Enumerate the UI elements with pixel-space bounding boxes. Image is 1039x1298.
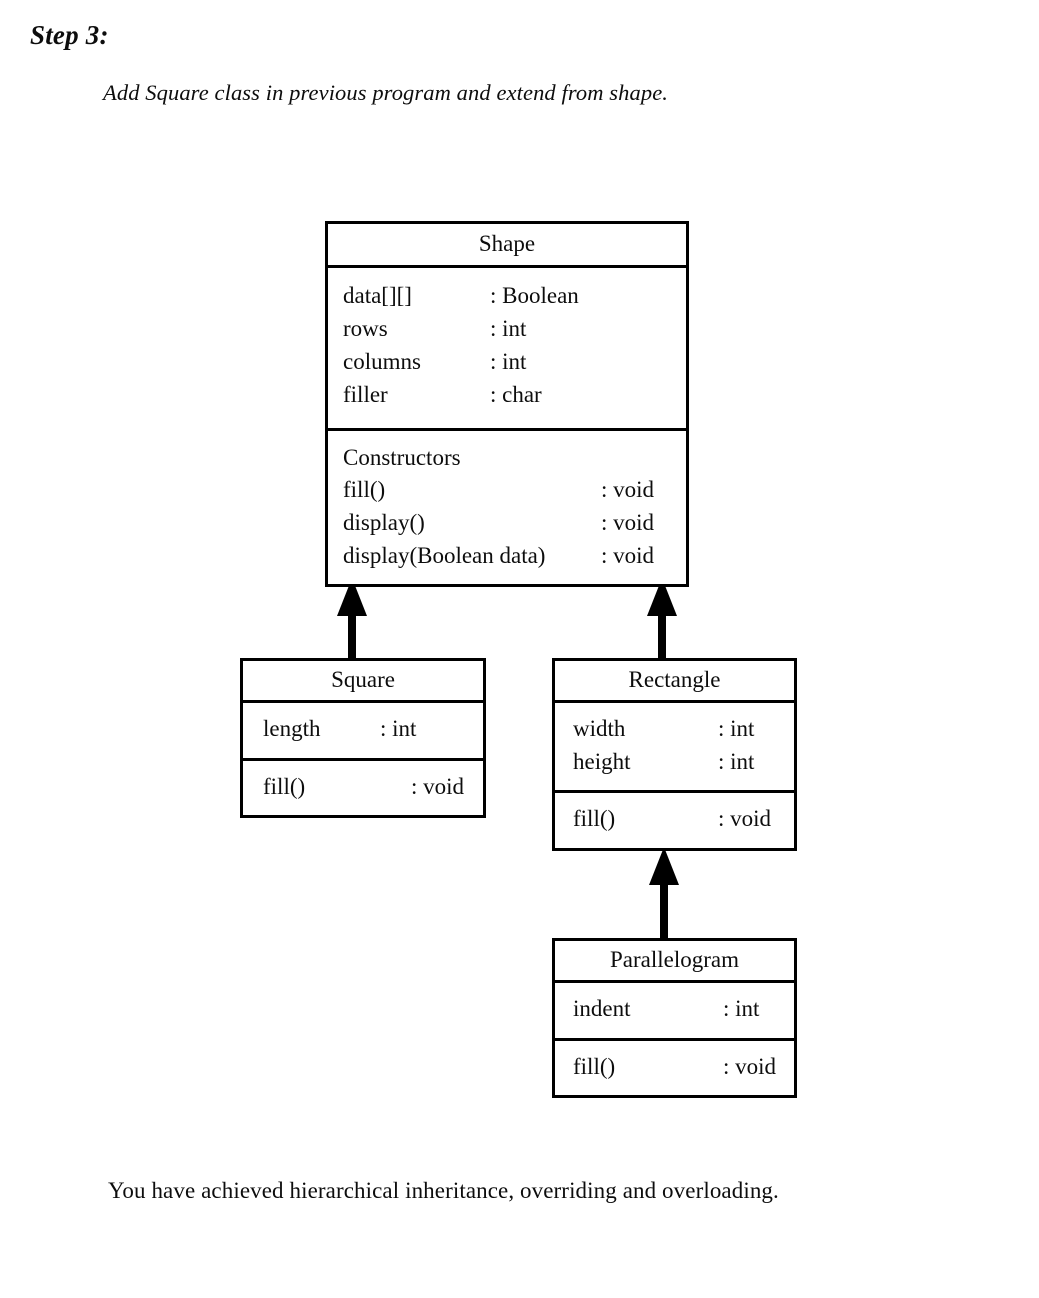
operation-type: : void — [601, 477, 655, 503]
uml-attribute-row: length : int — [243, 713, 483, 746]
attribute-name: length — [263, 716, 321, 742]
attribute-type: : char — [490, 381, 542, 407]
operation-type: : void — [601, 542, 655, 568]
uml-class-parallelogram-header: Parallelogram — [555, 941, 794, 984]
uml-attribute-row: filler : char — [328, 379, 686, 412]
uml-class-rectangle-attributes: width : int height : int — [555, 703, 794, 794]
operation-name: Constructors — [343, 444, 461, 470]
uml-class-parallelogram[interactable]: Parallelogram indent : int fill() : void — [552, 938, 797, 1099]
attribute-type: : Boolean — [490, 283, 579, 309]
attribute-type: : int — [718, 716, 755, 742]
uml-class-rectangle-header: Rectangle — [555, 661, 794, 704]
attribute-name: columns — [343, 348, 421, 374]
attribute-name: indent — [573, 996, 631, 1022]
operation-name: fill() — [573, 1053, 616, 1079]
operation-name: fill() — [263, 773, 306, 799]
inheritance-arrow-parallelogram-to-rectangle — [648, 847, 680, 940]
attribute-type: : int — [718, 748, 755, 774]
operation-type: : void — [723, 1053, 777, 1079]
attribute-type: : int — [490, 348, 527, 374]
uml-class-shape-header: Shape — [328, 224, 686, 269]
uml-operation-row: fill() : void — [555, 1051, 794, 1084]
uml-class-square-name: Square — [331, 667, 395, 692]
operation-type: : void — [601, 509, 655, 535]
uml-class-rectangle[interactable]: Rectangle width : int height : int fill(… — [552, 658, 797, 852]
conclusion-note: You have achieved hierarchical inheritan… — [108, 1178, 779, 1203]
uml-class-shape-operations: Constructors fill() : void display() : v… — [328, 431, 686, 585]
uml-class-shape-attributes: data[][] : Boolean rows : int columns : … — [328, 268, 686, 431]
attribute-name: data[][] — [343, 283, 412, 309]
uml-attribute-row: rows : int — [328, 313, 686, 346]
operation-name: display() — [343, 509, 425, 535]
operation-type: : void — [718, 806, 772, 832]
uml-attribute-row: indent : int — [555, 993, 794, 1026]
uml-class-square-operations: fill() : void — [243, 761, 483, 816]
inheritance-arrow-rectangle-to-shape — [646, 578, 678, 660]
attribute-name: width — [573, 716, 626, 742]
uml-operation-row: Constructors — [328, 442, 686, 475]
uml-class-parallelogram-operations: fill() : void — [555, 1041, 794, 1096]
uml-operation-row: display() : void — [328, 507, 686, 540]
attribute-type: : int — [490, 316, 527, 342]
operation-name: fill() — [573, 806, 616, 832]
uml-operation-row: display(Boolean data) : void — [328, 540, 686, 573]
uml-class-shape[interactable]: Shape data[][] : Boolean rows : int colu… — [325, 221, 689, 588]
operation-name: display(Boolean data) — [343, 542, 546, 568]
uml-attribute-row: width : int — [555, 713, 794, 746]
operation-type: : void — [411, 773, 465, 799]
attribute-name: filler — [343, 381, 388, 407]
uml-attribute-row: height : int — [555, 746, 794, 779]
uml-class-square[interactable]: Square length : int fill() : void — [240, 658, 486, 819]
operation-name: fill() — [343, 477, 386, 503]
uml-class-parallelogram-attributes: indent : int — [555, 983, 794, 1041]
uml-operation-row: fill() : void — [555, 803, 794, 836]
uml-class-parallelogram-name: Parallelogram — [609, 947, 739, 972]
attribute-name: rows — [343, 316, 388, 342]
inheritance-arrow-square-to-shape — [336, 578, 368, 660]
page-title: Step 3: — [30, 20, 109, 50]
uml-class-square-header: Square — [243, 661, 483, 704]
page-subtitle: Add Square class in previous program and… — [103, 80, 669, 105]
uml-class-square-attributes: length : int — [243, 703, 483, 761]
uml-attribute-row: data[][] : Boolean — [328, 280, 686, 313]
attribute-name: height — [573, 748, 631, 774]
uml-class-shape-name: Shape — [478, 231, 536, 256]
uml-operation-row: fill() : void — [243, 771, 483, 804]
uml-attribute-row: columns : int — [328, 346, 686, 379]
attribute-type: : int — [380, 716, 417, 742]
attribute-type: : int — [723, 996, 760, 1022]
uml-operation-row: fill() : void — [328, 474, 686, 507]
uml-class-rectangle-operations: fill() : void — [555, 793, 794, 848]
uml-class-rectangle-name: Rectangle — [628, 667, 721, 692]
